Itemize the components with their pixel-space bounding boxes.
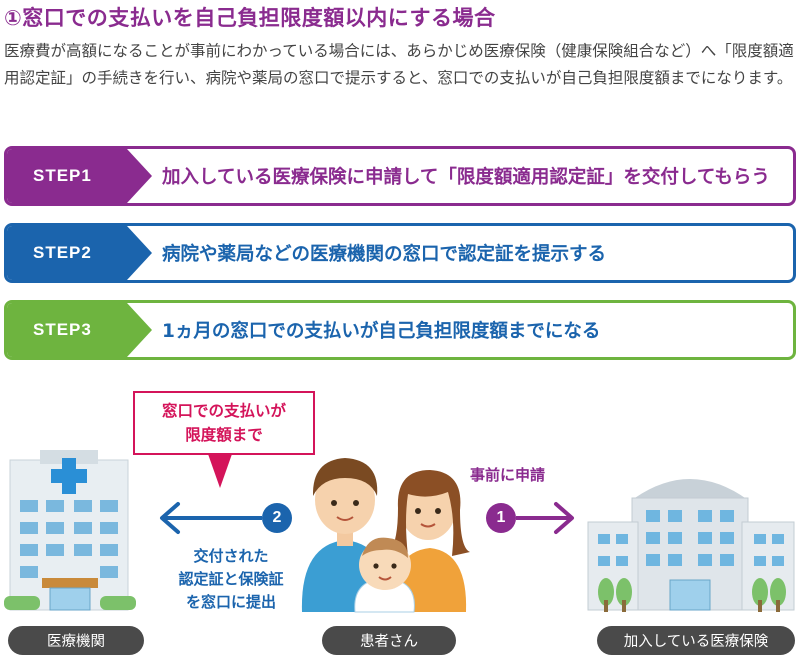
intro-paragraph: 医療費が高額になることが事前にわかっている場合には、あらかじめ医療保険（健康保険…: [4, 42, 794, 87]
step-1-text: 加入している医療保険に申請して「限度額適用認定証」を交付してもらう: [162, 167, 770, 188]
arrow-left-icon: [160, 502, 262, 534]
step-3-label: STEP3: [7, 303, 152, 357]
hospital-building-icon: [4, 450, 136, 611]
step-3-text: 1ヵ月の窓口での支払いが自己負担限度額までになる: [162, 321, 601, 342]
step-2-text: 病院や薬局などの医療機関の窓口で認定証を提示する: [162, 244, 607, 265]
callout-line-1: 窓口での支払いが: [161, 402, 286, 420]
note-line-2: 認定証と保険証: [178, 570, 284, 588]
arrow-right-icon: [516, 502, 574, 534]
family-icon: [301, 458, 470, 613]
section-heading: ①窓口での支払いを自己負担限度額以内にする場合: [4, 6, 496, 30]
step-2-label: STEP2: [7, 226, 152, 280]
flow-step-1-badge: 1: [486, 503, 516, 533]
step-1-label: STEP1: [7, 149, 152, 203]
callout-line-2: 限度額まで: [185, 426, 263, 444]
note-line-1: 交付された: [193, 547, 269, 565]
step-3-banner: STEP3 1ヵ月の窓口での支払いが自己負担限度額までになる: [4, 300, 796, 360]
insurer-label: 加入している医療保険: [597, 626, 795, 655]
advance-application-note: 事前に申請: [470, 466, 546, 484]
step-2-banner: STEP2 病院や薬局などの医療機関の窓口で認定証を提示する: [4, 223, 796, 283]
step-1-banner: STEP1 加入している医療保険に申請して「限度額適用認定証」を交付してもらう: [4, 146, 796, 206]
callout-pointer: [208, 454, 232, 488]
submit-certificate-note: 交付された 認定証と保険証 を窓口に提出: [157, 545, 305, 614]
payment-limit-callout: 窓口での支払いが 限度額まで: [133, 391, 315, 455]
patient-label: 患者さん: [322, 626, 456, 655]
hospital-label: 医療機関: [8, 626, 144, 655]
insurer-building-icon: [587, 479, 795, 612]
note-line-3: を窓口に提出: [185, 593, 276, 611]
flow-step-2-badge: 2: [262, 503, 292, 533]
